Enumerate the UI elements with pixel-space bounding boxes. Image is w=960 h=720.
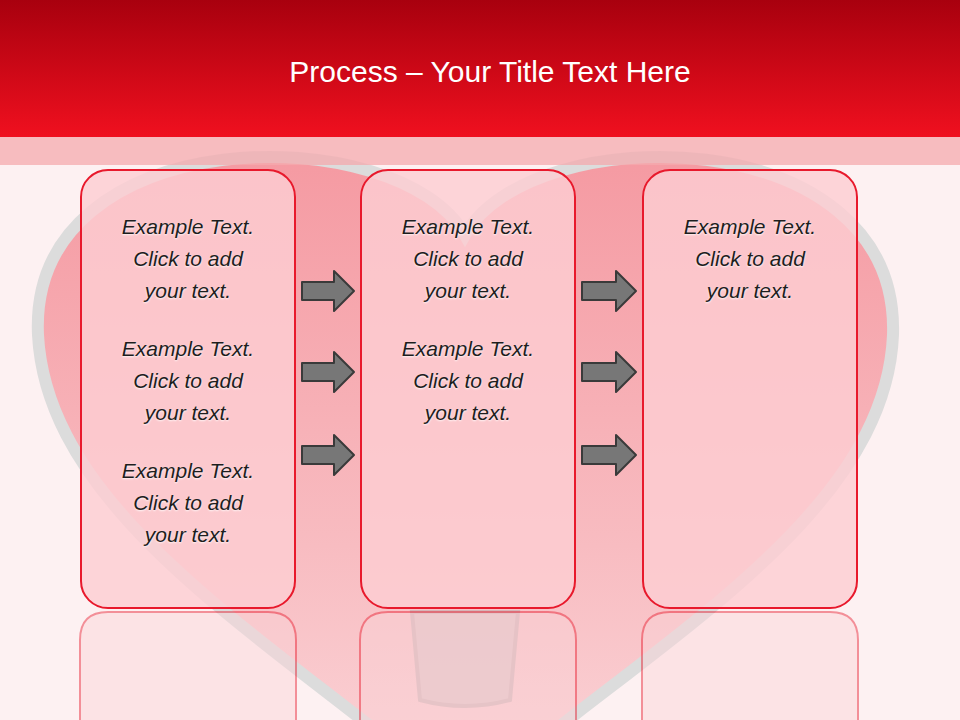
box-text: Example Text. Click to add your text. (110, 455, 266, 551)
slide-title: Process – Your Title Text Here (120, 52, 860, 92)
block-arrow (302, 271, 354, 311)
header-band (0, 137, 960, 165)
box-text: Example Text. Click to add your text. (110, 333, 266, 429)
block-arrow (302, 435, 354, 475)
box-text: Example Text. Click to add your text. (390, 211, 546, 307)
process-box: Example Text. Click to add your text. Exa… (80, 169, 296, 609)
heart-illustration (38, 157, 893, 720)
block-arrow (302, 352, 354, 392)
box-reflections (80, 612, 858, 720)
process-box: Example Text. Click to add your text. Exa… (360, 169, 576, 609)
box-text: Example Text. Click to add your text. (110, 211, 266, 307)
header-bar (0, 0, 960, 137)
process-box: Example Text. Click to add your text. (642, 169, 858, 609)
block-arrow (582, 271, 636, 311)
box-text: Example Text. Click to add your text. (672, 211, 828, 307)
block-arrow (582, 435, 636, 475)
box-text: Example Text. Click to add your text. (390, 333, 546, 429)
block-arrow (582, 352, 636, 392)
